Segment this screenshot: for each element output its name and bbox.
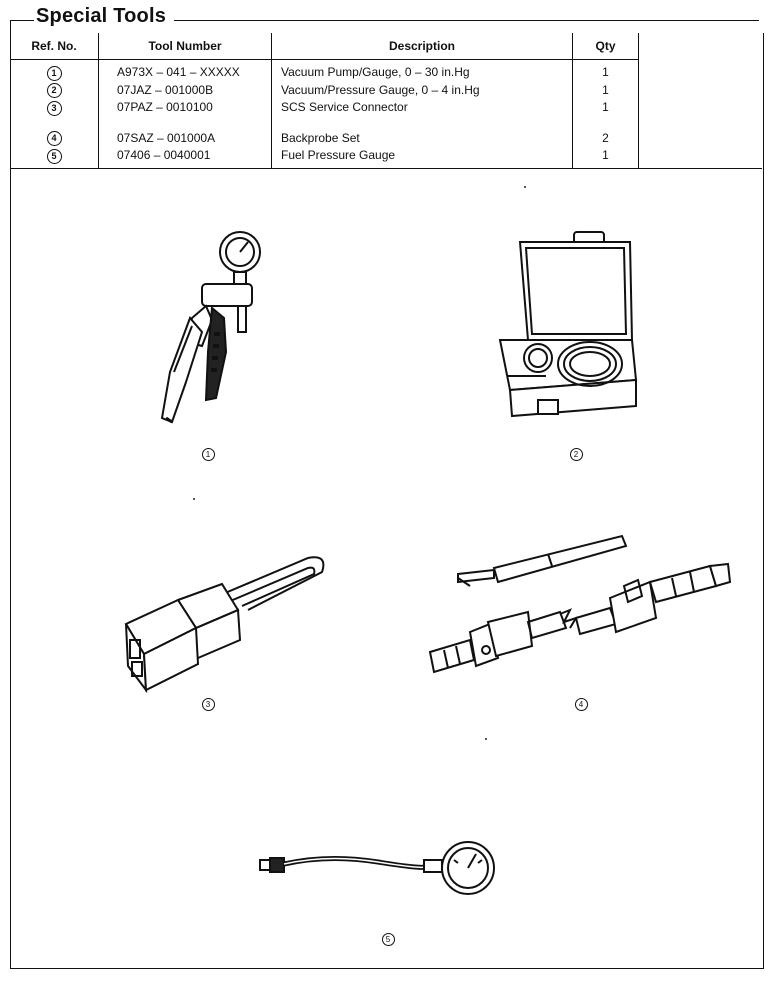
header-description: Description	[271, 33, 573, 60]
figure-ref: 1	[201, 448, 215, 462]
figure-caption-5: 5	[373, 931, 403, 949]
page-title: Special Tools	[34, 5, 175, 28]
tool-description: Fuel Pressure Gauge	[271, 147, 573, 168]
scan-speck	[485, 738, 487, 740]
figure-ref: 5	[381, 933, 395, 947]
pressure-gauge-case-icon	[490, 230, 640, 430]
header-qty: Qty	[572, 33, 639, 60]
header-ref-no: Ref. No.	[10, 33, 99, 60]
tool-qty: 1	[572, 99, 639, 117]
tool-description: Vacuum/Pressure Gauge, 0 – 4 in.Hg	[271, 81, 573, 100]
ref-number: 4	[46, 131, 62, 147]
tool-description: Vacuum Pump/Gauge, 0 – 30 in.Hg	[271, 59, 573, 82]
tool-number: 07406 – 0040001	[98, 147, 272, 168]
tool-description: SCS Service Connector	[271, 99, 573, 117]
ref-number: 3	[46, 100, 62, 116]
table-bottom-rule	[10, 168, 762, 169]
tool-number: 07SAZ – 001000A	[98, 129, 272, 148]
tool-qty: 1	[572, 81, 639, 100]
table-row: 1 A973X – 041 – XXXXX Vacuum Pump/Gauge,…	[10, 59, 639, 82]
title-rule-tick	[10, 20, 11, 34]
tool-description: Backprobe Set	[271, 129, 573, 148]
scan-speck	[193, 498, 195, 500]
figure-caption-2: 2	[561, 446, 591, 464]
tool-number: 07JAZ – 001000B	[98, 81, 272, 100]
figure-caption-4: 4	[566, 696, 596, 714]
table-row: 3 07PAZ – 0010100 SCS Service Connector …	[10, 99, 639, 117]
title-rule	[10, 20, 759, 21]
header-tool-number: Tool Number	[98, 33, 272, 60]
vacuum-pump-gauge-icon	[150, 222, 280, 432]
table-row: 2 07JAZ – 001000B Vacuum/Pressure Gauge,…	[10, 81, 639, 100]
table-row: 4 07SAZ – 001000A Backprobe Set 2	[10, 129, 639, 148]
table-header-row: Ref. No. Tool Number Description Qty	[10, 33, 639, 60]
document-frame	[10, 33, 764, 969]
figure-caption-3: 3	[193, 696, 223, 714]
tool-qty: 1	[572, 59, 639, 82]
figure-ref: 2	[569, 448, 583, 462]
special-tools-table: Ref. No. Tool Number Description Qty 1 A…	[10, 33, 639, 168]
figure-ref: 3	[201, 698, 215, 712]
figure-caption-1: 1	[193, 446, 223, 464]
ref-number: 5	[46, 148, 62, 164]
table-row: 5 07406 – 0040001 Fuel Pressure Gauge 1	[10, 147, 639, 168]
tool-number: 07PAZ – 0010100	[98, 99, 272, 117]
figure-ref: 4	[574, 698, 588, 712]
tool-qty: 2	[572, 129, 639, 148]
table-spacer-row	[10, 116, 639, 130]
tool-qty: 1	[572, 147, 639, 168]
scan-speck	[524, 186, 526, 188]
ref-number: 1	[46, 65, 62, 81]
ref-number: 2	[46, 83, 62, 99]
tool-number: A973X – 041 – XXXXX	[98, 59, 272, 82]
scs-connector-icon	[118, 554, 334, 694]
fuel-pressure-gauge-icon	[258, 836, 502, 910]
title-bar: Special Tools	[10, 4, 759, 34]
backprobe-set-icon	[410, 526, 740, 686]
